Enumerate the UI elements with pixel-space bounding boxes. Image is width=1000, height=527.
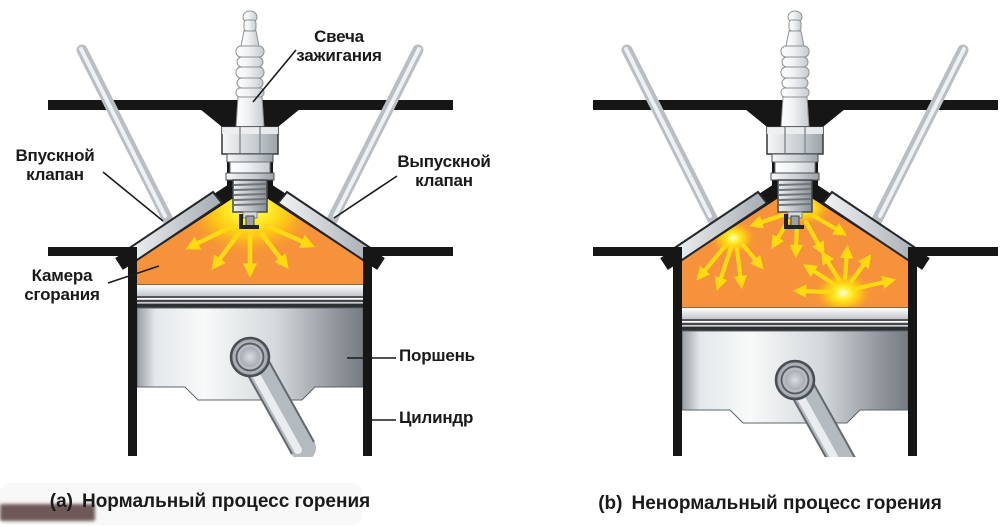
caption-panel-a: (a) Нормальный процесс горения: [40, 491, 380, 513]
label-exhaust-valve: Выпускной клапан: [397, 152, 491, 191]
watermark-smudge: [0, 504, 95, 521]
label-intake-valve: Впускной клапан: [15, 146, 95, 185]
detonation-glow-2-core: [722, 229, 744, 247]
label-combustion-chamber: Камера сгорания: [24, 266, 100, 305]
caption-b-prefix: (b): [598, 493, 623, 514]
caption-b-text: Ненормальный процесс горения: [631, 493, 942, 514]
engine-diagram-abnormal-combustion: [545, 0, 1000, 470]
caption-a-prefix: (a): [49, 491, 73, 512]
caption-a-text: Нормальный процесс горения: [81, 491, 371, 512]
engine-diagram-normal-combustion: [0, 0, 500, 470]
flame-front-arrows: [185, 223, 316, 278]
label-spark-plug: Свеча зажигания: [296, 27, 382, 66]
detonation-glow-3-core: [827, 281, 859, 305]
caption-panel-b: (b) Ненормальный процесс горения: [585, 493, 955, 515]
label-piston: Поршень: [399, 346, 475, 365]
label-cylinder: Цилиндр: [399, 408, 474, 427]
